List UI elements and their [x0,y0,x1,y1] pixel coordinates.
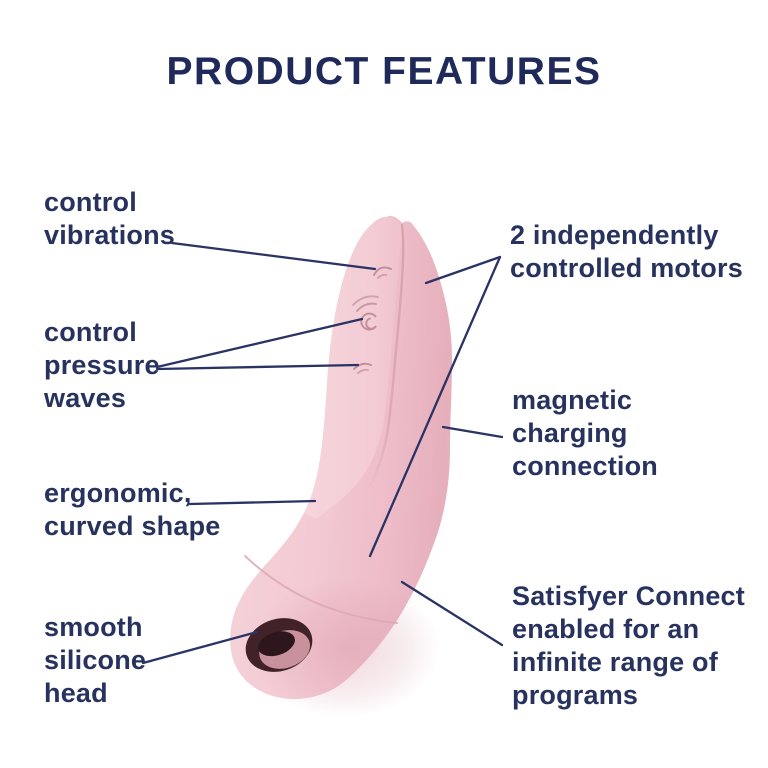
label-smooth-silicone-head: smooth silicone head [44,612,147,708]
pressure-wave-spiral-icon [352,295,379,331]
pointer-ergonomic-shape [188,499,317,506]
vibration-control-button-icon [373,266,392,279]
pointer-pressure-waves-lower [155,363,360,371]
label-satisfyer-connect: Satisfyer Connect enabled for an infinit… [512,581,745,710]
label-ergonomic-curved-shape: ergonomic, curved shape [44,478,221,541]
label-magnetic-charging: magnetic charging connection [512,385,659,481]
pointer-pressure-waves-upper [155,317,364,369]
head-seam-line [244,555,398,624]
pointer-magnetic-charging [441,425,504,439]
head-shading [250,578,440,718]
intensity-control-button-icon [353,362,372,374]
pointer-motors-upper [424,255,502,285]
front-arm [304,217,402,519]
pointer-silicone-head [141,630,259,665]
pointer-control-vibrations [170,241,377,271]
label-control-pressure-waves: control pressure waves [44,317,160,413]
label-control-vibrations: control vibrations [44,187,176,250]
silicone-opening [245,618,313,672]
pointer-satisfyer-connect [400,580,504,647]
body-crease-line [363,223,405,495]
page-title: PRODUCT FEATURES [166,50,602,93]
label-independent-motors: 2 independently controlled motors [510,220,743,283]
pointer-lines [141,241,504,665]
pointer-motors-lower [368,255,502,558]
